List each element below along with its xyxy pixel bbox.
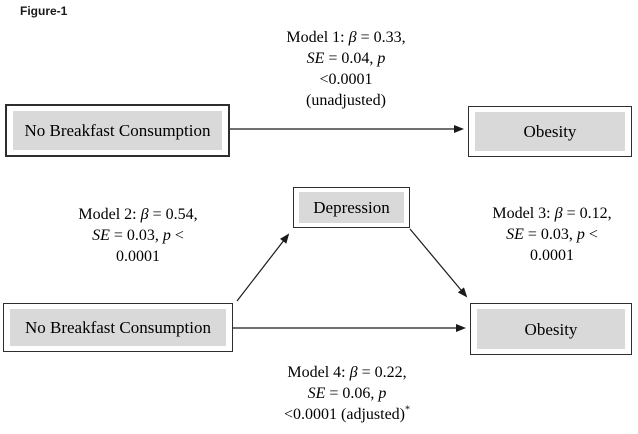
model3-lt: < [584, 226, 598, 243]
model4-stats: Model 4: β = 0.22, SE = 0.06, p <0.0001 … [247, 362, 447, 425]
model4-line2: SE = 0.06, p [247, 383, 447, 404]
model1-stats: Model 1: β = 0.33, SE = 0.04, p <0.0001 … [264, 27, 428, 111]
se-symbol: SE [92, 227, 110, 244]
model3-line2: SE = 0.03, p < [466, 224, 638, 245]
model1-line2: SE = 0.04, p [264, 48, 428, 69]
model1-line3: <0.0001 [264, 69, 428, 90]
se-symbol: SE [506, 226, 524, 243]
model4-title: Model 4: [287, 364, 350, 381]
node-obesity-top-label: Obesity [475, 112, 625, 151]
figure-label: Figure-1 [20, 4, 68, 18]
model4-line1: Model 4: β = 0.22, [247, 362, 447, 383]
model1-title: Model 1: [286, 29, 349, 46]
model1-se-value: = 0.04, [324, 50, 378, 67]
beta-symbol: β [348, 29, 357, 46]
p-symbol: p [576, 226, 585, 243]
beta-symbol: β [349, 364, 358, 381]
beta-symbol: β [554, 205, 563, 222]
model4-se-value: = 0.06, [325, 385, 379, 402]
node-no-breakfast-bottom-label: No Breakfast Consumption [10, 309, 226, 346]
arrow-model2-nbc-to-depression [236, 233, 290, 302]
model4-beta-value: = 0.22, [357, 364, 407, 381]
model1-beta-value: = 0.33, [356, 29, 406, 46]
model2-beta-value: = 0.54, [148, 206, 198, 223]
model2-line3: 0.0001 [48, 246, 228, 267]
node-no-breakfast-top: No Breakfast Consumption [5, 104, 230, 157]
model3-line1: Model 3: β = 0.12, [466, 203, 638, 224]
model3-line3: 0.0001 [466, 245, 638, 266]
model2-lt: < [170, 227, 184, 244]
model1-line1: Model 1: β = 0.33, [264, 27, 428, 48]
se-symbol: SE [306, 50, 325, 67]
p-symbol: p [377, 50, 386, 67]
model3-stats: Model 3: β = 0.12, SE = 0.03, p < 0.0001 [466, 203, 638, 266]
node-no-breakfast-bottom: No Breakfast Consumption [3, 303, 233, 352]
node-obesity-bottom-label: Obesity [477, 309, 625, 349]
model1-line4: (unadjusted) [264, 90, 428, 111]
model3-title: Model 3: [492, 205, 555, 222]
model2-line1: Model 2: β = 0.54, [48, 204, 228, 225]
beta-symbol: β [140, 206, 149, 223]
model2-stats: Model 2: β = 0.54, SE = 0.03, p < 0.0001 [48, 204, 228, 267]
node-obesity-top: Obesity [468, 106, 632, 157]
node-depression-label: Depression [299, 192, 404, 223]
model2-title: Model 2: [78, 206, 141, 223]
node-obesity-bottom: Obesity [470, 303, 632, 355]
model2-p-value: 0.0001 [116, 248, 160, 265]
node-no-breakfast-top-label: No Breakfast Consumption [13, 111, 222, 150]
model1-note: (unadjusted) [306, 92, 386, 109]
model2-line2: SE = 0.03, p < [48, 225, 228, 246]
model2-se-value: = 0.03, [109, 227, 163, 244]
arrow-model3-depression-to-obesity [409, 228, 468, 298]
model3-se-value: = 0.03, [523, 226, 577, 243]
se-symbol: SE [307, 385, 326, 402]
p-symbol: p [378, 385, 387, 402]
model3-beta-value: = 0.12, [562, 205, 612, 222]
model4-p-value: <0.0001 (adjusted) [284, 406, 405, 423]
node-depression: Depression [293, 187, 410, 228]
model3-p-value: 0.0001 [530, 247, 574, 264]
model4-line3: <0.0001 (adjusted)* [247, 404, 447, 425]
model1-p-value: <0.0001 [319, 71, 373, 88]
model4-footnote-marker: * [405, 404, 410, 416]
p-symbol: p [162, 227, 171, 244]
